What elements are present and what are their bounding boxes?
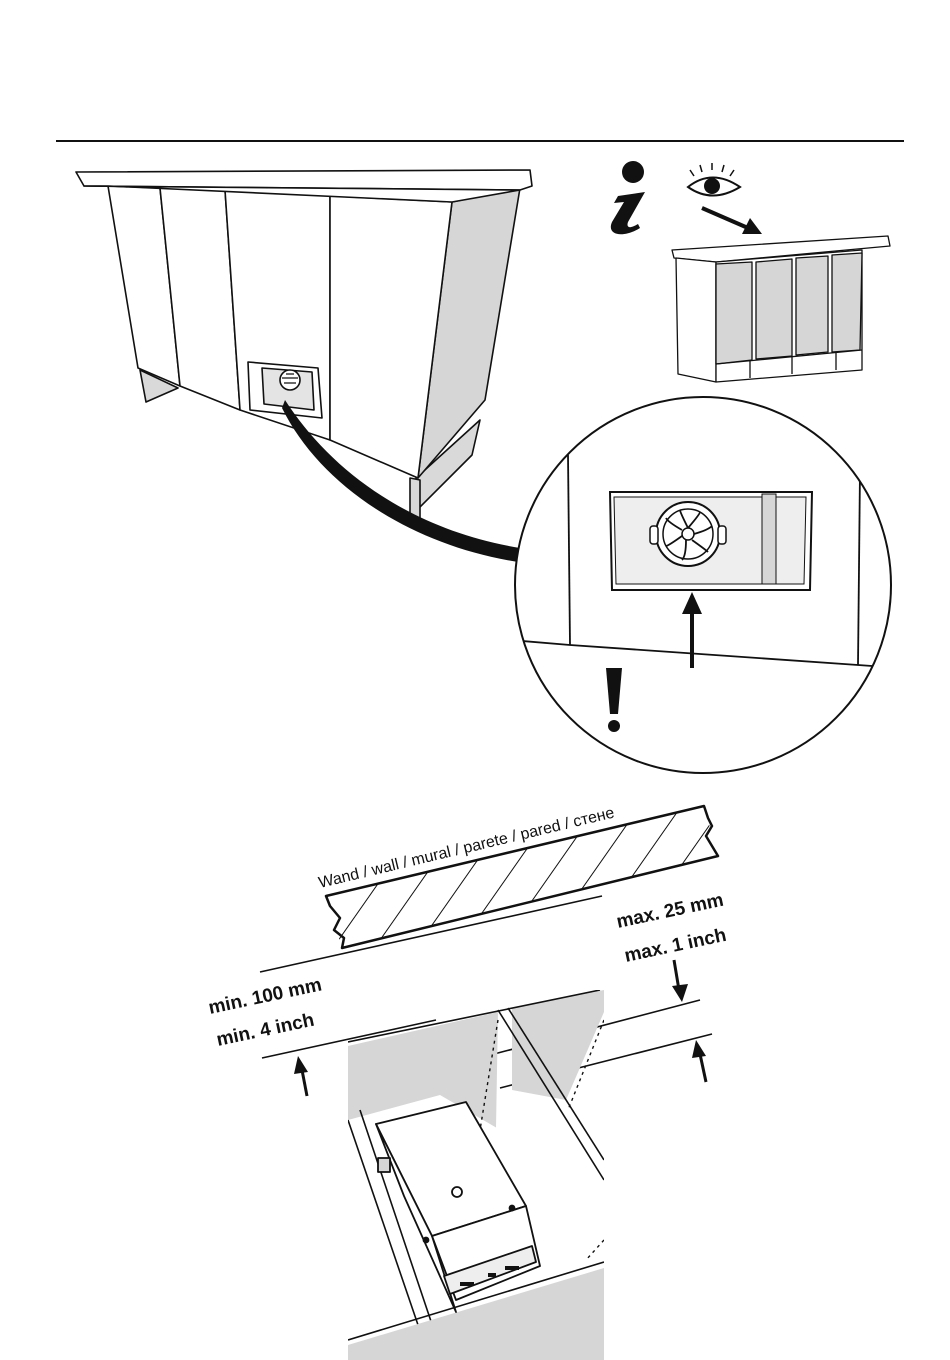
eye-icon [688, 163, 740, 196]
gap-arrow-down [672, 960, 688, 1002]
detail-magnifier [510, 397, 900, 773]
cabinet-thumbnail [672, 236, 890, 382]
gap-arrow-up [692, 1040, 706, 1082]
cabinet-illustration [76, 170, 532, 520]
clearance-arrow [294, 1056, 308, 1096]
heater-installation-view [348, 990, 604, 1360]
view-arrow [702, 208, 762, 234]
info-icon [611, 161, 645, 234]
max-gap-metric: max. 25 mm [615, 890, 726, 933]
min-clearance-imperial: min. 4 inch [215, 1010, 316, 1051]
